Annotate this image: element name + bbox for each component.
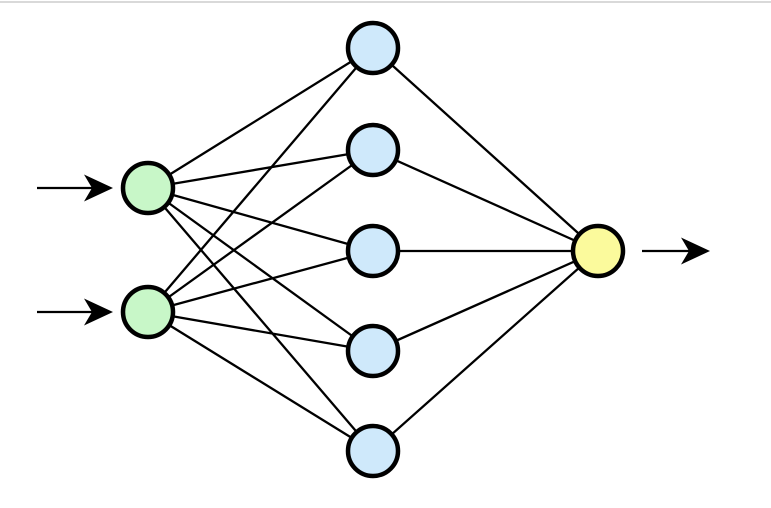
edge-i1-h5 bbox=[147, 187, 374, 452]
edge-i2-h2 bbox=[147, 149, 374, 313]
hidden-node-3 bbox=[345, 223, 401, 279]
input-arrow-1-head-icon bbox=[84, 174, 113, 202]
output-arrow-head-icon bbox=[681, 237, 710, 265]
edge-h1-o1 bbox=[372, 47, 599, 252]
input-arrow-1 bbox=[37, 174, 113, 202]
edge-i1-h2 bbox=[147, 148, 374, 190]
input-arrow-2-head-icon bbox=[84, 298, 113, 326]
hidden-node-1 bbox=[345, 20, 401, 76]
edge-i1-h3 bbox=[147, 186, 374, 253]
edge-i2-h3 bbox=[147, 249, 374, 314]
hidden-node-5 bbox=[345, 423, 401, 479]
input-node-1 bbox=[120, 160, 176, 216]
input-node-2 bbox=[120, 284, 176, 340]
hidden-node-4 bbox=[345, 323, 401, 379]
edge-i2-h4 bbox=[147, 310, 374, 353]
edge-h4-o1 bbox=[372, 249, 599, 353]
edge-i2-h5 bbox=[147, 311, 374, 452]
top-border-line bbox=[0, 1, 771, 3]
edge-h5-o1 bbox=[372, 250, 599, 452]
output-arrow bbox=[642, 237, 710, 265]
edge-h2-o1 bbox=[372, 148, 599, 253]
hidden-node-2 bbox=[345, 122, 401, 178]
edge-i1-h4 bbox=[147, 187, 374, 352]
edge-i1-h1 bbox=[147, 47, 374, 189]
input-arrow-2 bbox=[37, 298, 113, 326]
output-node-1 bbox=[570, 223, 626, 279]
edge-i2-h1 bbox=[147, 47, 374, 313]
